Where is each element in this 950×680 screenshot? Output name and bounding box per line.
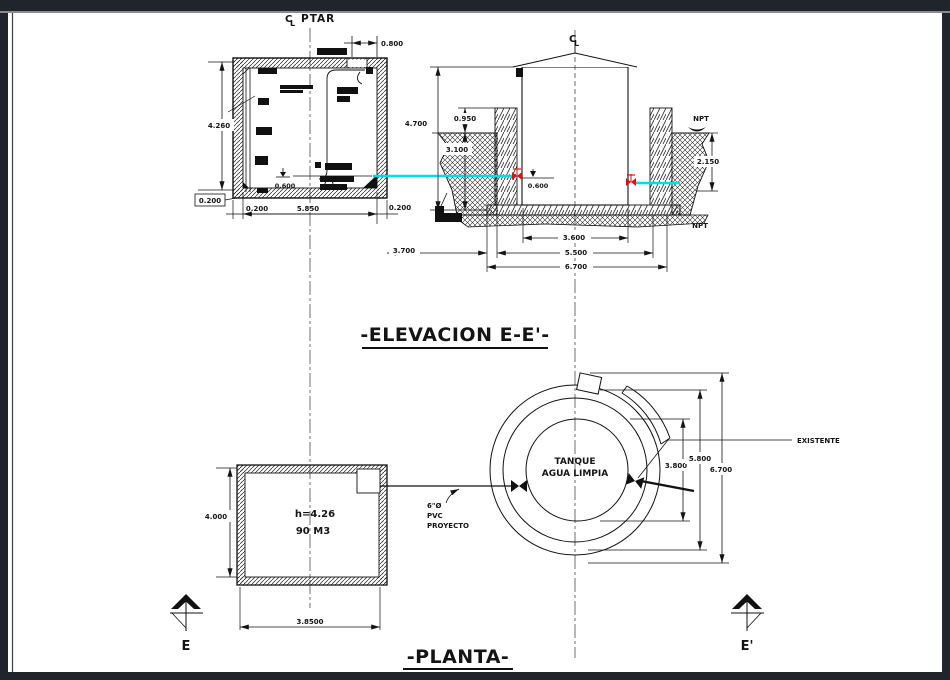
dim-0600-right: 0.600 bbox=[528, 182, 549, 190]
section-marker-e: E bbox=[170, 594, 203, 654]
elevation-title: -ELEVACION E-E'- bbox=[360, 324, 549, 346]
section-marker-e-prime-label: E' bbox=[741, 639, 754, 654]
svg-text:C: C bbox=[285, 14, 292, 25]
dim-0200-left: 0.200 bbox=[246, 205, 268, 213]
dim-3700: 3.700 bbox=[393, 247, 415, 255]
existing-label: EXISTENTE bbox=[797, 437, 840, 445]
plan-circular-tank: TANQUE AGUA LIMPIA EXISTENTE bbox=[489, 372, 840, 564]
tank-name-line2: AGUA LIMPIA bbox=[542, 469, 608, 479]
dim-6700: 6.700 bbox=[565, 263, 587, 271]
centerline-label-ptar: C L PTAR bbox=[285, 13, 335, 28]
dim-3100: 3.100 bbox=[446, 146, 468, 154]
level-tag-0200: 0.200 bbox=[199, 197, 221, 205]
plan-extension-lines bbox=[588, 372, 729, 564]
elevation-title-underline bbox=[362, 347, 548, 349]
plan-title: -PLANTA- bbox=[407, 646, 510, 668]
frame-highlight bbox=[0, 11, 950, 13]
dim-4700: 4.700 bbox=[405, 120, 427, 128]
dim-4000: 4.000 bbox=[205, 513, 227, 521]
npt-lower-label: NPT bbox=[692, 222, 708, 230]
svg-text:L: L bbox=[574, 39, 579, 48]
dim-0800: 0.800 bbox=[381, 40, 403, 48]
wall-opening bbox=[347, 59, 367, 67]
dim-6700-plan: 6.700 bbox=[710, 466, 732, 474]
pipe-material-label: PVC bbox=[427, 512, 443, 520]
tank-name-line1: TANQUE bbox=[554, 457, 595, 467]
pipe-fitting bbox=[366, 67, 373, 74]
outer-arc-inner bbox=[621, 392, 662, 445]
section-marker-e-label: E bbox=[182, 639, 191, 654]
pipe-size-label: 6"Ø bbox=[427, 502, 442, 510]
dim-4260: 4.260 bbox=[208, 122, 230, 130]
valve-left bbox=[511, 480, 527, 492]
valve-red-left bbox=[512, 168, 522, 180]
plan-rect-tank: h=4.26 90 M3 4.000 3.8500 bbox=[201, 464, 388, 630]
valve-red-right bbox=[626, 174, 636, 186]
npt-upper-label: NPT bbox=[693, 115, 709, 123]
centerline-symbol: C L bbox=[569, 34, 579, 48]
pit-wall-right bbox=[649, 107, 673, 206]
earth-below bbox=[455, 214, 709, 228]
dim-0600-left: 0.600 bbox=[275, 182, 296, 190]
dim-2150: 2.150 bbox=[697, 158, 719, 166]
dim-3600: 3.600 bbox=[563, 234, 585, 242]
inlet-notch bbox=[356, 468, 381, 494]
dim-0200-right: 0.200 bbox=[389, 204, 411, 212]
pipe-status-label: PROYECTO bbox=[427, 522, 469, 530]
dimension-texts: 4.700 0.950 3.100 2.150 3.600 5.500 6.70… bbox=[389, 113, 722, 272]
outer-arc-outer bbox=[626, 385, 671, 439]
section-marker-e-prime: E' bbox=[731, 594, 764, 654]
left-section-view: 0.600 C L PTAR 0.800 4.260 0.200 bbox=[194, 13, 411, 224]
svg-text:PTAR: PTAR bbox=[301, 13, 335, 25]
floor-slab bbox=[486, 204, 681, 216]
tank-volume-label: 90 M3 bbox=[296, 526, 330, 537]
dim-5850: 5.850 bbox=[297, 205, 319, 213]
dim-0950: 0.950 bbox=[454, 115, 476, 123]
elevation-pit-view: C L 0.600 NPT NPT bbox=[373, 34, 722, 272]
tank-height-label: h=4.26 bbox=[295, 509, 335, 520]
svg-text:C: C bbox=[569, 34, 576, 45]
svg-text:L: L bbox=[290, 19, 295, 28]
dim-38500: 3.8500 bbox=[296, 618, 323, 626]
pit-wall-left bbox=[494, 107, 518, 206]
illegible-text-blocks bbox=[255, 48, 358, 193]
dim-5500: 5.500 bbox=[565, 249, 587, 257]
dim-3800: 3.800 bbox=[665, 462, 687, 470]
dim-5800: 5.800 bbox=[689, 455, 711, 463]
pipe-label: 6"Ø PVC PROYECTO bbox=[427, 488, 469, 530]
ring-access-tab bbox=[575, 372, 603, 395]
ground-symbol bbox=[688, 127, 706, 132]
plan-title-underline bbox=[403, 668, 513, 670]
